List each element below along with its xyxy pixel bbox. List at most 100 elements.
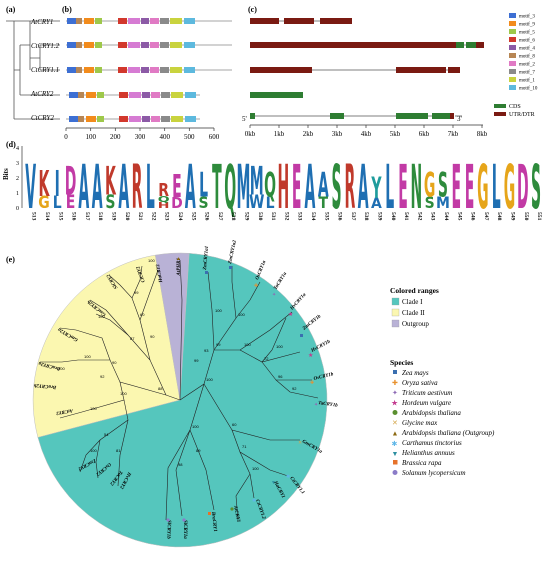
taxon-label: ZmCRY1a2 (228, 239, 238, 265)
logo-position-label: 531 (270, 212, 276, 221)
logo-position-label: 540 (390, 212, 396, 221)
species-legend: Species Zea mays ✚ Oryza sativa ✦ Tritic… (390, 358, 495, 477)
taxon-label: CtCRY2 (136, 265, 147, 283)
logo-letter: M (236, 153, 250, 223)
logo-letter: Q (264, 167, 276, 206)
logo-position-label: 547 (483, 212, 489, 221)
taxon-label: AtCRY1 (232, 504, 241, 523)
logo-position-label: 534 (310, 212, 316, 221)
logo-letter: G (477, 153, 488, 223)
species-item: Helianthus annuus (401, 449, 455, 457)
bootstrap-value: 100 (98, 314, 105, 319)
motif-legend-item: motif_2 (519, 63, 535, 68)
logo-position-label: 541 (403, 212, 409, 221)
logo-letter: E (465, 153, 475, 223)
logo-letter: A (371, 196, 382, 212)
axis-c-tick: 8kb (477, 130, 488, 138)
taxon-label: TaCRY1b (318, 401, 339, 409)
svg-text:✱: ✱ (286, 474, 290, 480)
x-icon: ✕ (392, 420, 398, 427)
bootstrap-value: 87 (130, 336, 135, 341)
bootstrap-value: 72 (264, 356, 269, 361)
bootstrap-value: 100 (148, 258, 155, 263)
logo-letter: S (531, 153, 541, 223)
motif-row-ctcry2 (66, 116, 200, 122)
taxon-label: BraCRY2b (33, 382, 57, 389)
logo-letter: Y (371, 172, 382, 205)
logo-letter: A (305, 153, 316, 223)
logo-letter: G (38, 193, 49, 212)
logo-position-label: 519 (110, 212, 116, 221)
axis-c-tick: 3kb (332, 130, 343, 138)
axis-b-tick: 200 (110, 133, 121, 141)
colored-ranges-legend: Colored ranges Clade I Clade II Outgroup (390, 286, 439, 328)
bootstrap-value: 100 (120, 391, 127, 396)
logo-position-label: 535 (323, 212, 329, 221)
bootstrap-value: 71 (242, 444, 247, 449)
logo-letter: A (78, 153, 89, 223)
logo-position-label: 533 (297, 212, 303, 221)
taxon-label: BraCRY2a (38, 360, 62, 371)
logo-position-label: 527 (217, 212, 223, 221)
taxon-label: HvCRY1a (289, 292, 308, 312)
square-icon (393, 370, 397, 374)
axis-b-tick: 300 (135, 133, 146, 141)
logo-letter: R (158, 179, 169, 200)
bits-axis-label: Bits (2, 168, 10, 180)
logo-position-label: 548 (496, 212, 502, 221)
logo-letter: K (39, 164, 50, 205)
taxon-label-outgroup: AtPHR1 (177, 258, 182, 277)
logo-letter: S (332, 153, 342, 223)
logo-position-label: 550 (523, 212, 529, 221)
panel-d-label: (d) (6, 140, 16, 149)
gene-label-ctcry2: CtCRY2 (31, 114, 54, 122)
species-markers: ✚ ✦ ★ ★ ✚ ✦ ✕ ✱ ▼ ✱ ▲ (166, 256, 318, 522)
species-title: Species (390, 358, 413, 367)
phylogenetic-tree: ZmCRY1a1 ZmCRY1a2 OsCRY1a TaCRY1a HvCRY1… (32, 239, 339, 548)
three-prime-label: 3' (457, 115, 462, 123)
logo-position-label: 529 (243, 212, 249, 221)
logo-letter: A (318, 167, 329, 206)
logo-letter: I (55, 164, 60, 205)
bootstrap-value: 60 (140, 312, 145, 317)
bootstrap-value: 100 (276, 344, 283, 349)
logo-letter: A (358, 153, 369, 223)
species-item: Carthamus tinctorius (402, 439, 462, 447)
bootstrap-value: 88 (158, 386, 163, 391)
logo-letter: E (398, 153, 408, 223)
motif-legend-item: motif_9 (519, 23, 535, 28)
motif-row-atcry1 (66, 18, 232, 24)
logo-position-label: 532 (283, 212, 289, 221)
gene-legend-item: UTR/DTR (509, 112, 535, 118)
logo-letter: L (199, 167, 208, 206)
axis-b-tick: 500 (184, 133, 195, 141)
square-icon (393, 460, 398, 465)
taxon-label: AtCRY2 (55, 407, 74, 415)
bootstrap-value: 99 (194, 358, 199, 363)
svg-text:✚: ✚ (310, 380, 314, 386)
logo-position-label: 514 (44, 212, 50, 221)
motif-row-atcry2 (66, 92, 200, 98)
species-item: Brassica rapa (402, 459, 442, 467)
svg-text:★: ★ (308, 352, 313, 359)
axis-c-tick: 5kb (390, 130, 401, 138)
logo-position-label: 517 (84, 212, 90, 221)
logo-letter: K (105, 159, 116, 204)
logo-position-label: 520 (124, 212, 130, 221)
logo-letter: N (410, 153, 422, 223)
logo-position-label: 543 (430, 212, 436, 221)
taxon-label: TaCRY1a (273, 271, 288, 291)
species-item: Solanum lycopersicum (402, 469, 466, 477)
bootstrap-value: 100 (90, 448, 97, 453)
motif-row-ctcry1-2 (66, 42, 232, 48)
colored-ranges-title: Colored ranges (390, 286, 439, 295)
bootstrap-value: 100 (206, 377, 213, 382)
range-item: Outgroup (402, 320, 429, 328)
axis-c-tick: 0kb (245, 130, 256, 138)
axis-c-tick: 7kb (448, 130, 459, 138)
logo-position-label: 513 (31, 212, 37, 221)
bootstrap-value: 100 (238, 312, 245, 317)
taxon-label: SlCRY1a (182, 520, 187, 539)
gene-label-atcry2: AtCRY2 (30, 90, 54, 98)
